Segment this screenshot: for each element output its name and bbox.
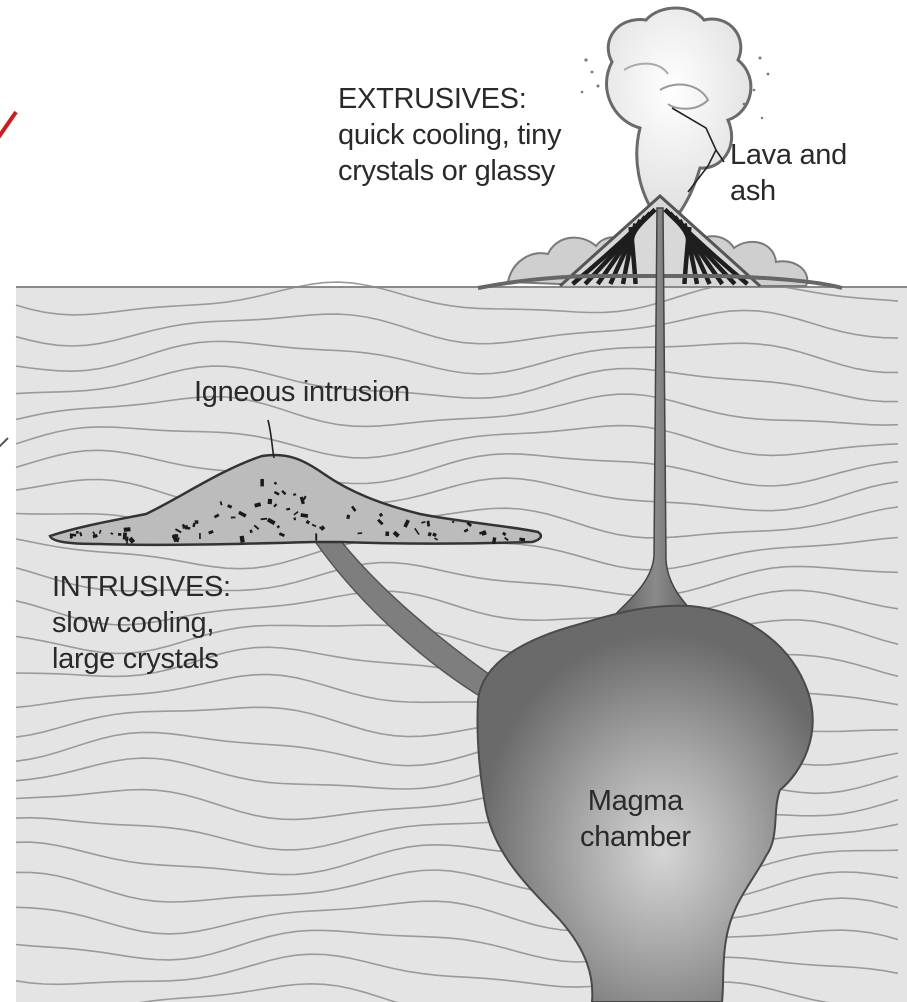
crystal <box>452 521 454 523</box>
extrusives-heading: EXTRUSIVES: <box>338 82 561 118</box>
extrusives-label: EXTRUSIVES: quick cooling, tiny crystals… <box>338 82 561 190</box>
crystal <box>260 479 264 486</box>
intrusives-line-2: large crystals <box>52 642 231 678</box>
crystal <box>293 517 296 520</box>
crystal <box>293 493 296 495</box>
crystal <box>231 517 236 519</box>
crystal <box>479 532 481 535</box>
crystal <box>199 533 201 539</box>
extrusives-line-1: quick cooling, tiny <box>338 118 561 154</box>
extrusives-line-2: crystals or glassy <box>338 154 561 190</box>
crystal <box>123 532 127 539</box>
magma-chamber-label: Magma chamber <box>580 784 691 856</box>
margin-tick <box>0 438 8 448</box>
crystal <box>195 520 199 523</box>
crystal <box>385 532 389 536</box>
lava-ash-line-1: Lava and <box>730 138 847 174</box>
crystal <box>118 533 122 536</box>
red-margin-mark <box>0 112 16 138</box>
crystal <box>124 527 131 532</box>
crystal <box>315 533 317 540</box>
crystal <box>268 499 273 505</box>
crystal <box>76 531 79 534</box>
lava-ash-label: Lava and ash <box>730 138 847 210</box>
lava-ash-line-2: ash <box>730 174 847 210</box>
intrusives-label: INTRUSIVES: slow cooling, large crystals <box>52 570 231 678</box>
intrusives-line-1: slow cooling, <box>52 606 231 642</box>
igneous-intrusion-text: Igneous intrusion <box>194 375 410 411</box>
intrusives-heading: INTRUSIVES: <box>52 570 231 606</box>
magma-chamber-line-2: chamber <box>580 820 691 856</box>
magma-chamber-line-1: Magma <box>580 784 691 820</box>
igneous-intrusion-label: Igneous intrusion <box>194 375 410 411</box>
